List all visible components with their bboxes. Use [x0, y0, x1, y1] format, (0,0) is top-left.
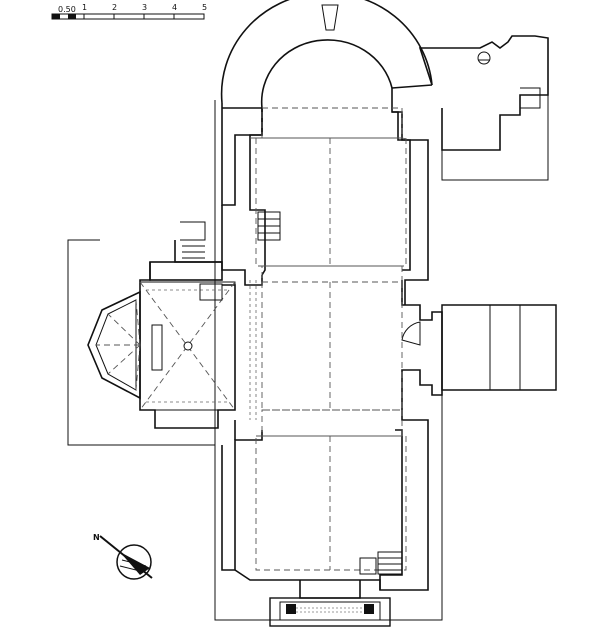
scale-tick-label: 3: [142, 3, 147, 12]
scale-tick-label: 0.50: [58, 5, 76, 14]
west-entrance-steps: [269, 597, 391, 627]
south-porch: [401, 304, 557, 391]
chapel-polygonal-apse: [87, 290, 141, 400]
north-arrow-letter: N: [93, 533, 100, 542]
north-chapel: [139, 221, 236, 429]
nave-vaulting: [249, 107, 411, 571]
scale-tick-label: 1: [82, 3, 87, 12]
scale-bar: 0.50 1 2 3 4 5: [51, 3, 207, 20]
scale-tick-label: 2: [112, 3, 117, 12]
north-east-annex: [418, 35, 549, 151]
apse: [220, 0, 433, 109]
nave-walls: [221, 88, 443, 599]
north-arrow: N: [93, 533, 153, 580]
scale-tick-label: 4: [172, 3, 177, 12]
nave-stairs: [257, 211, 403, 575]
scale-tick-label: 5: [202, 3, 207, 12]
